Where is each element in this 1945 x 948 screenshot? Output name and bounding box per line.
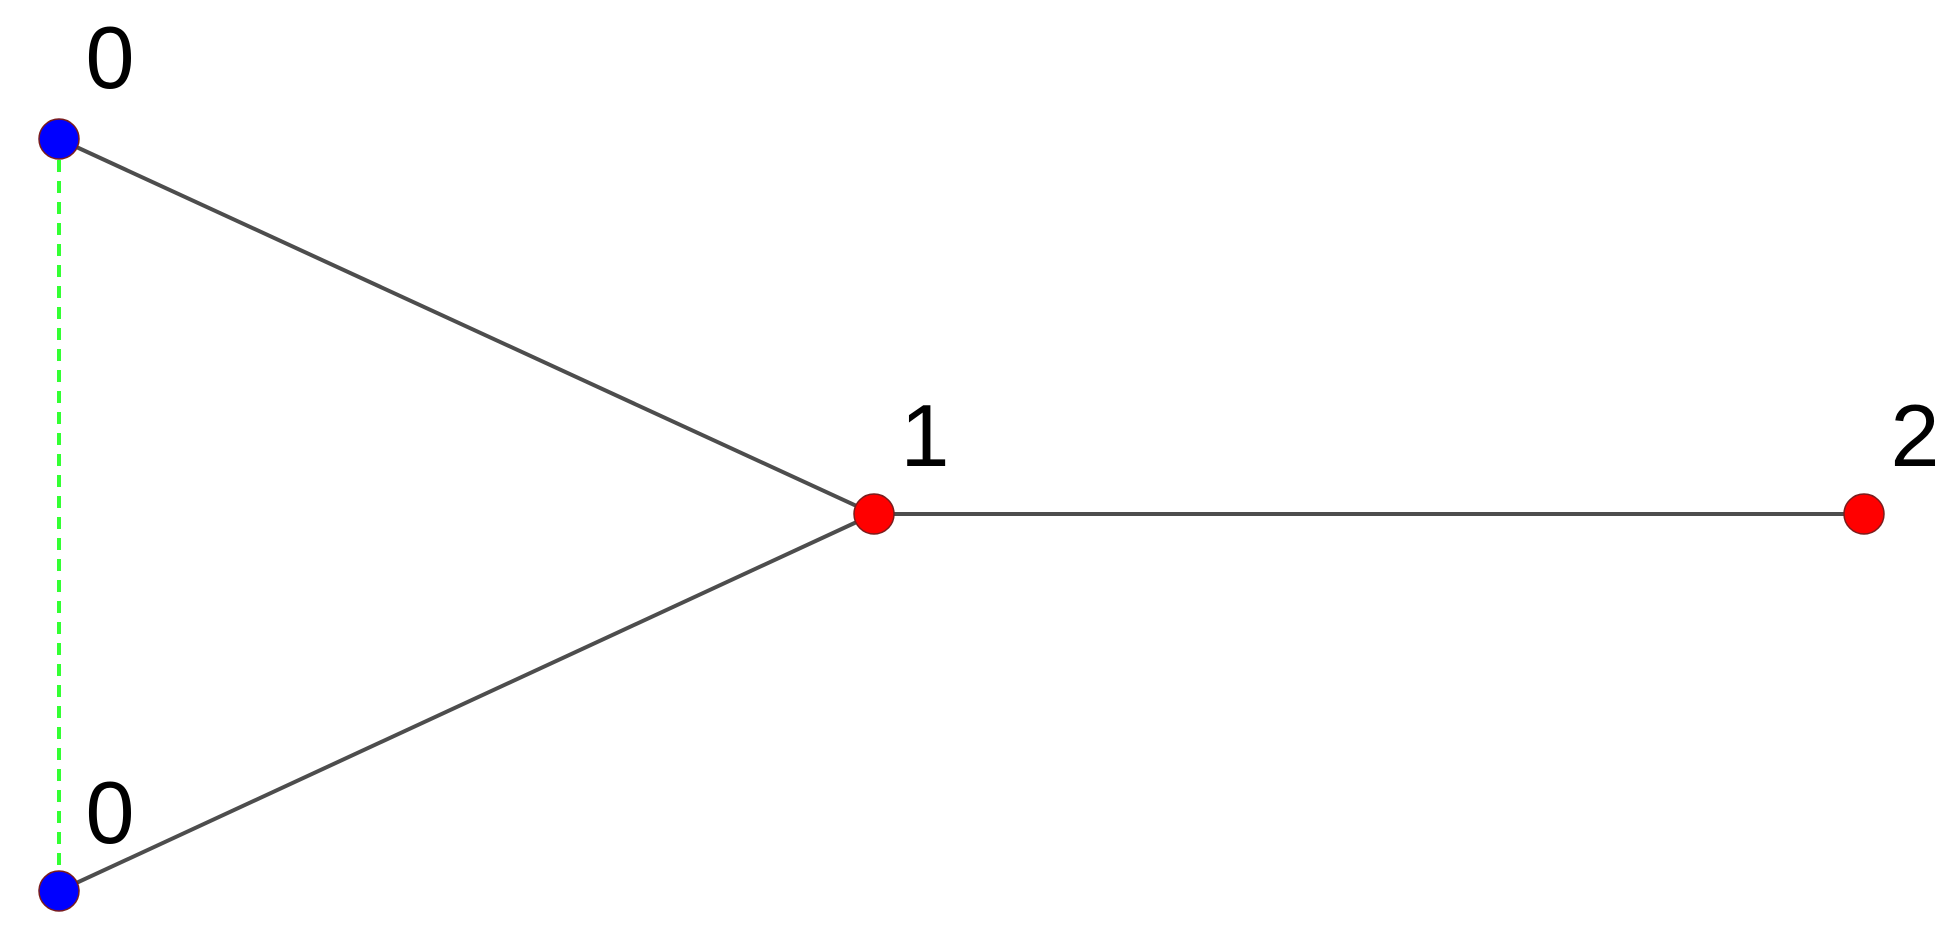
node-label-right: 2 xyxy=(1891,386,1940,485)
node-label-center: 1 xyxy=(901,386,950,485)
labels-layer: 0 0 1 2 xyxy=(86,8,1940,862)
node-label-top-left: 0 xyxy=(86,8,135,107)
edge-bottom-left-center xyxy=(58,512,875,893)
nodes-layer xyxy=(38,118,1885,912)
node-right xyxy=(1843,493,1885,535)
edge-top-left-center xyxy=(58,137,875,516)
node-center xyxy=(853,493,895,535)
node-label-bottom-left: 0 xyxy=(86,763,135,862)
node-top-left xyxy=(38,118,80,160)
edges-layer xyxy=(57,137,1864,893)
node-bottom-left xyxy=(38,870,80,912)
